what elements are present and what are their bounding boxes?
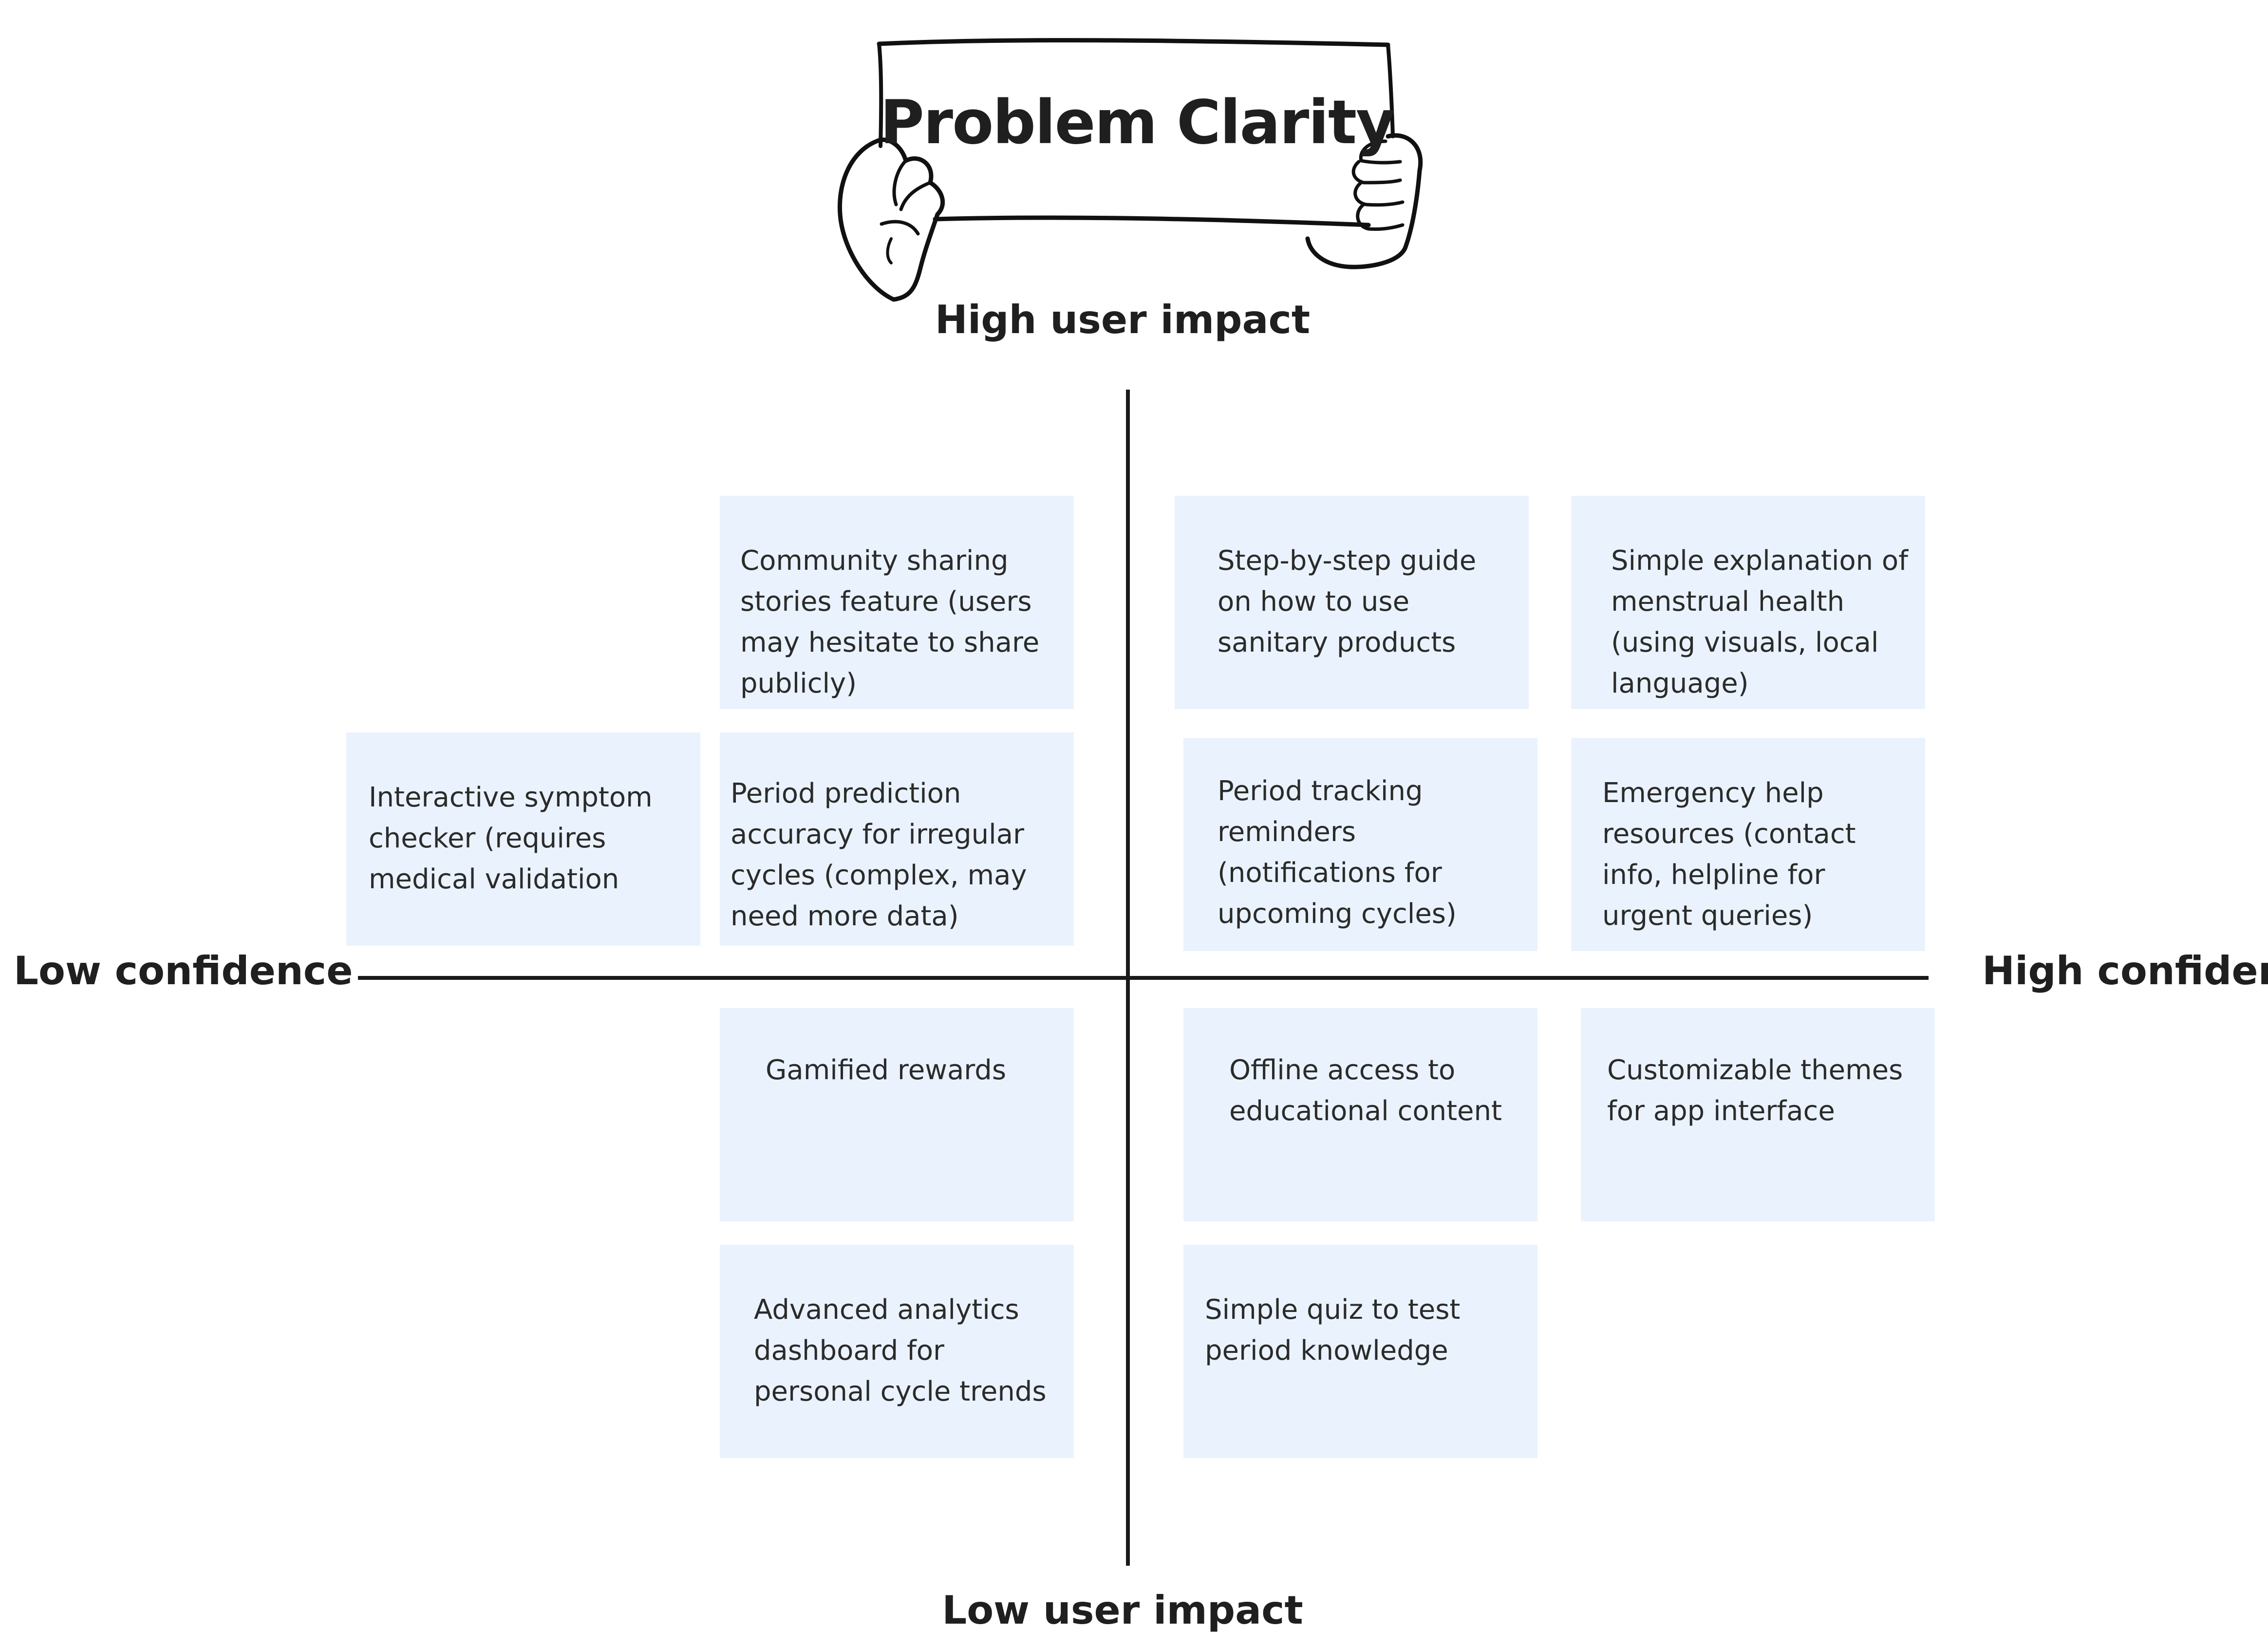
axis-label-low-confidence: Low confidence [14,948,353,993]
sticky-note-text: Gamified rewards [766,1054,1007,1086]
sticky-note-text: Period prediction accuracy for irregular… [731,778,1027,932]
sticky-note[interactable]: Period tracking reminders (notifications… [1183,738,1537,951]
axis-label-high-confidence: High confidence [1982,948,2268,993]
sticky-note[interactable]: Advanced analytics dashboard for persona… [720,1245,1074,1458]
sticky-note-text: Offline access to educational content [1229,1054,1502,1127]
sticky-note-text: Customizable themes for app interface [1607,1054,1903,1127]
sticky-note[interactable]: Offline access to educational content [1183,1008,1537,1221]
sticky-note-text: Community sharing stories feature (users… [740,545,1040,699]
horizontal-axis-line [358,976,1929,980]
title-sign-illustration [833,34,1442,307]
sticky-note[interactable]: Customizable themes for app interface [1581,1008,1935,1221]
sticky-note[interactable]: Period prediction accuracy for irregular… [720,732,1074,946]
sticky-note-text: Advanced analytics dashboard for persona… [754,1294,1047,1407]
sticky-note-text: Interactive symptom checker (requires me… [369,782,653,895]
sticky-note[interactable]: Interactive symptom checker (requires me… [346,732,700,946]
sticky-note[interactable]: Step-by-step guide on how to use sanitar… [1175,496,1529,709]
sticky-note-text: Period tracking reminders (notifications… [1218,775,1457,930]
sticky-note[interactable]: Gamified rewards [720,1008,1074,1221]
sticky-note-text: Emergency help resources (contact info, … [1602,777,1856,932]
diagram-title: Problem Clarity [880,88,1395,158]
axis-label-high-impact: High user impact [935,297,1311,342]
sticky-note[interactable]: Emergency help resources (contact info, … [1571,738,1925,951]
sticky-note-text: Simple explanation of menstrual health (… [1611,545,1908,699]
sticky-note-text: Simple quiz to test period knowledge [1205,1294,1461,1367]
sticky-note[interactable]: Community sharing stories feature (users… [720,496,1074,709]
axis-label-low-impact: Low user impact [942,1588,1303,1633]
sticky-note[interactable]: Simple explanation of menstrual health (… [1571,496,1925,709]
sticky-note-text: Step-by-step guide on how to use sanitar… [1218,545,1477,658]
sticky-note[interactable]: Simple quiz to test period knowledge [1183,1245,1537,1458]
